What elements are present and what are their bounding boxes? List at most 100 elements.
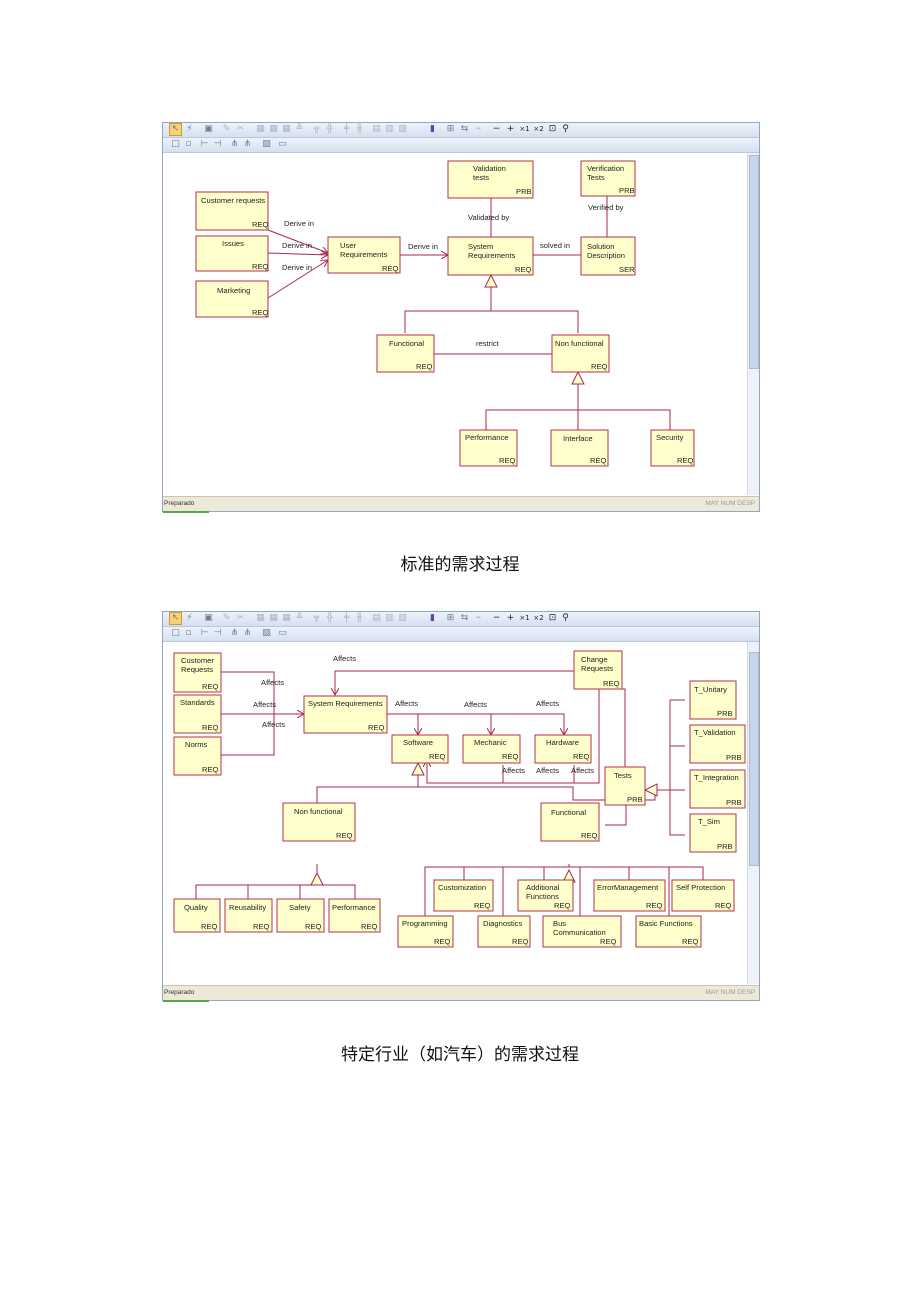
layout-icon[interactable]: ▤ [372,613,381,623]
requirement-node[interactable]: Functional REQ [540,802,600,842]
tree-icon[interactable]: ⊞ [446,124,455,134]
grid-icon[interactable]: ▦ [282,613,291,623]
grid-icon[interactable]: ▦ [256,613,265,623]
cut-icon[interactable]: ✂ [236,613,245,623]
align-icon[interactable]: ╬ [326,613,333,623]
requirement-node[interactable]: System Requirements REQ [303,695,388,734]
pen-icon[interactable]: ✎ [222,613,231,623]
requirement-node[interactable]: Additional Functions REQ [517,879,574,912]
box-icon[interactable]: □ [171,139,180,149]
requirement-node[interactable]: System Requirements REQ [447,236,534,276]
zoom-in-icon[interactable]: + [506,613,515,623]
box-shadow-icon[interactable]: ▫ [185,628,192,638]
requirement-node[interactable]: Performance REQ [328,898,381,933]
requirement-node[interactable]: Diagnostics REQ [477,915,531,948]
zoom-x1-icon[interactable]: ×1 [519,125,530,133]
grid-icon[interactable]: ▦ [256,124,265,134]
picture-icon[interactable]: ▨ [262,139,271,149]
connector-icon[interactable]: ⊣ [213,628,222,638]
grid-icon[interactable]: ▦ [269,124,278,134]
align-icon[interactable]: ╩ [296,124,303,134]
layout-icon[interactable]: ▥ [385,124,394,134]
requirement-node[interactable]: Bus Communication REQ [542,915,622,948]
zoom-x2-icon[interactable]: ×2 [533,125,544,133]
zoom-out-icon[interactable]: − [492,124,501,134]
fork-icon[interactable]: ⋔ [230,139,239,149]
requirement-node[interactable]: ErrorManagement REQ [593,879,666,912]
box-shadow-icon[interactable]: ▫ [185,139,192,149]
grid-icon[interactable]: ▦ [282,124,291,134]
zoom-in-icon[interactable]: + [506,124,515,134]
requirement-node[interactable]: Quality REQ [173,898,221,933]
requirement-node[interactable]: Functional REQ [376,334,435,373]
align-icon[interactable]: ╫ [356,124,363,134]
route-icon[interactable]: ⇆ [460,613,469,623]
requirement-node[interactable]: Self Protection REQ [671,879,735,912]
requirement-node[interactable]: Safety REQ [276,898,325,933]
requirement-node[interactable]: User Requirements REQ [327,236,401,274]
requirement-node[interactable]: Norms REQ [173,736,222,776]
grid-icon[interactable]: ▦ [269,613,278,623]
fork-icon[interactable]: ⋔ [243,139,252,149]
test-node[interactable]: T_Unitary PRB [689,680,737,720]
layout-icon[interactable]: ▤ [372,124,381,134]
zoom-x2-icon[interactable]: ×2 [533,614,544,622]
align-icon[interactable]: ╪ [343,613,350,623]
requirement-node[interactable]: Hardware REQ [534,734,592,764]
requirement-node[interactable]: Standards REQ [173,694,222,734]
solution-node[interactable]: Solution Description SER [580,236,636,276]
select-tool-icon[interactable]: ↖ [169,612,182,625]
scrollbar-thumb[interactable] [749,155,759,369]
test-node[interactable]: Verification Tests PRB [580,160,636,197]
lightning-icon[interactable]: ⚡ [186,124,193,134]
requirement-node[interactable]: Programming REQ [397,915,454,948]
zoom-out-icon[interactable]: − [492,613,501,623]
color-bars-icon[interactable]: ▮ [430,613,435,623]
requirement-node[interactable]: Customization REQ [433,879,494,912]
test-node[interactable]: Validation tests PRB [447,160,534,199]
route-icon[interactable]: ⇆ [460,124,469,134]
align-icon[interactable]: ╬ [326,124,333,134]
color-bars-icon[interactable]: ▮ [430,124,435,134]
save-icon[interactable]: ▣ [204,613,213,623]
connector-icon[interactable]: ⊣ [213,139,222,149]
test-node[interactable]: T_Validation PRB [689,724,746,764]
scrollbar-thumb[interactable] [749,652,759,866]
link-icon[interactable]: ⌁ [475,613,482,623]
test-node[interactable]: T_Integration PRB [689,769,746,809]
requirement-node[interactable]: Customer Requests REQ [173,652,222,693]
requirement-node[interactable]: Marketing REQ [195,280,269,318]
link-icon[interactable]: ⌁ [475,124,482,134]
tree-icon[interactable]: ⊞ [446,613,455,623]
align-icon[interactable]: ╦ [313,124,320,134]
layout-icon[interactable]: ▥ [385,613,394,623]
zoom-x1-icon[interactable]: ×1 [519,614,530,622]
magnifier-icon[interactable]: ⚲ [562,613,569,623]
test-node[interactable]: T_Sim PRB [689,813,737,853]
requirement-node[interactable]: Software REQ [391,734,449,764]
requirement-node[interactable]: Change Requests REQ [573,650,623,690]
fork-icon[interactable]: ⋔ [243,628,252,638]
align-icon[interactable]: ╦ [313,613,320,623]
requirement-node[interactable]: Issues REQ [195,235,269,272]
requirement-node[interactable]: Performance REQ [459,429,518,467]
window-icon[interactable]: ▭ [278,139,287,149]
layout-icon[interactable]: ▧ [398,613,407,623]
lightning-icon[interactable]: ⚡ [186,613,193,623]
fit-icon[interactable]: ⊡ [548,613,557,623]
connector-icon[interactable]: ⊢ [200,628,209,638]
requirement-node[interactable]: Customer requests REQ [195,191,269,231]
select-tool-icon[interactable]: ↖ [169,123,182,136]
magnifier-icon[interactable]: ⚲ [562,124,569,134]
test-node[interactable]: Tests PRB [604,766,646,806]
box-icon[interactable]: □ [171,628,180,638]
requirement-node[interactable]: Non functional REQ [282,802,356,842]
picture-icon[interactable]: ▨ [262,628,271,638]
cut-icon[interactable]: ✂ [236,124,245,134]
window-icon[interactable]: ▭ [278,628,287,638]
requirement-node[interactable]: Basic Functions REQ [635,915,702,948]
save-icon[interactable]: ▣ [204,124,213,134]
pen-icon[interactable]: ✎ [222,124,231,134]
requirement-node[interactable]: Security REQ [650,429,695,467]
fork-icon[interactable]: ⋔ [230,628,239,638]
